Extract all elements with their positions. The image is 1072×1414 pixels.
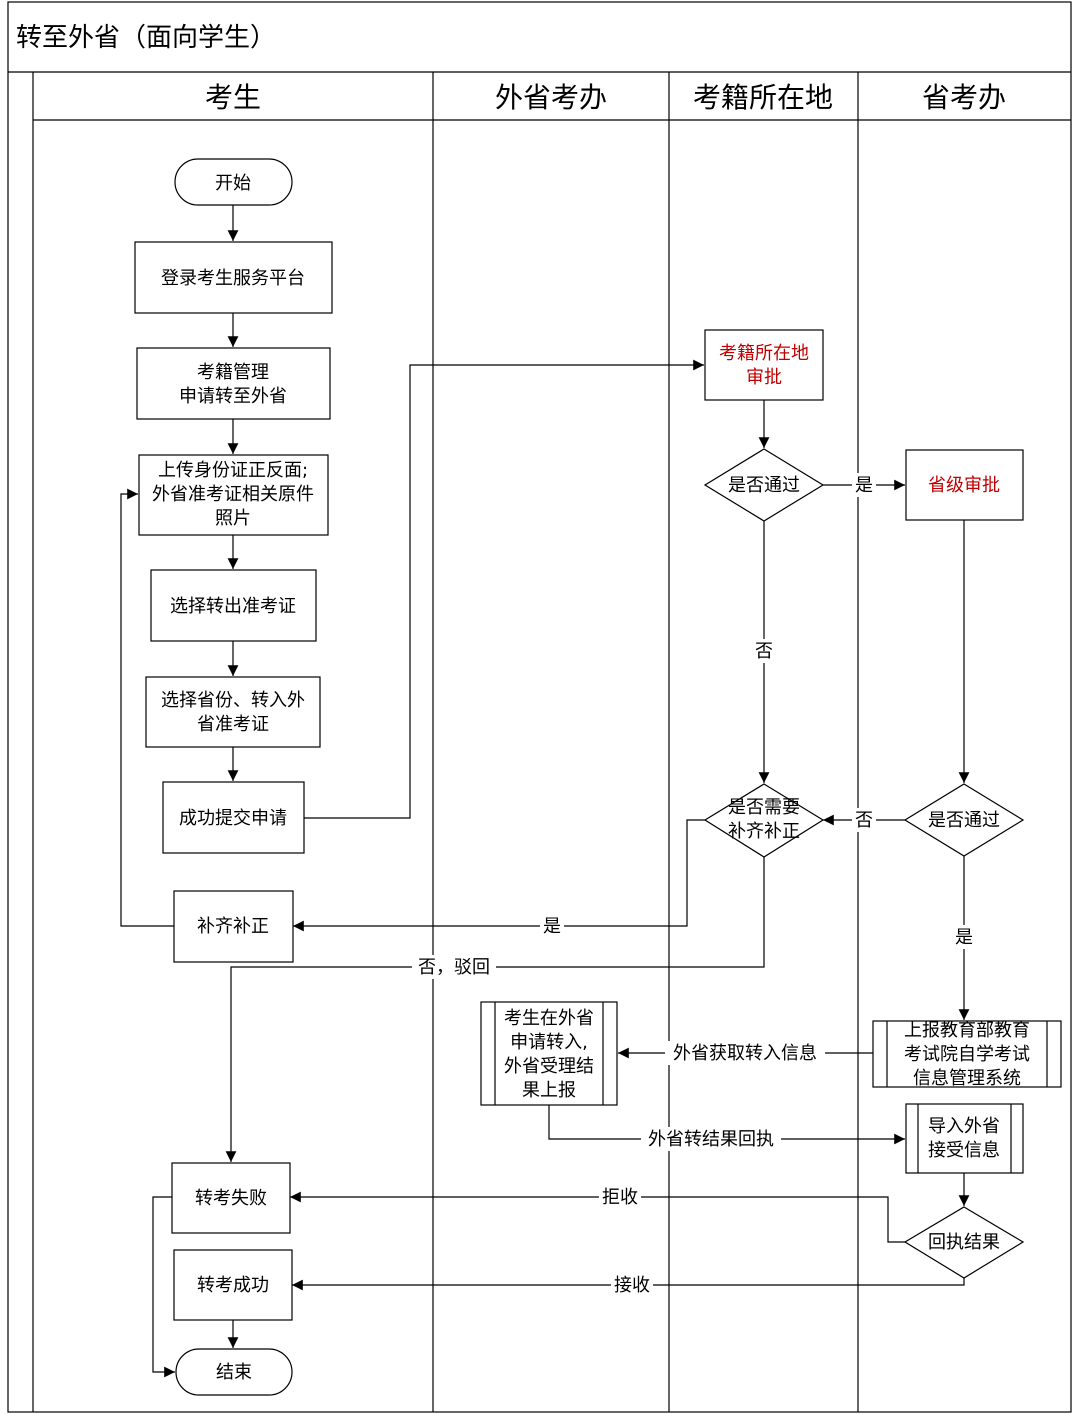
svg-text:外省受理结: 外省受理结 (504, 1056, 594, 1077)
edge-label-reject: 否，驳回 (418, 957, 490, 978)
svg-text:照片: 照片 (215, 508, 251, 529)
fail-node: 转考失败 (171, 1162, 291, 1234)
svg-text:考籍管理: 考籍管理 (197, 362, 269, 383)
apply-transfer-node: 考籍管理 申请转至外省 (136, 347, 331, 420)
local-review-node: 考籍所在地 审批 (704, 329, 824, 401)
submit-node: 成功提交申请 (162, 781, 305, 854)
svg-text:审批: 审批 (746, 367, 782, 388)
provincial-review-node: 省级审批 (905, 449, 1024, 521)
login-node: 登录考生服务平台 (134, 241, 333, 314)
svg-text:果上报: 果上报 (522, 1080, 576, 1101)
start-node: 开始 (174, 158, 293, 206)
svg-text:结束: 结束 (216, 1362, 252, 1383)
svg-text:申请转入,: 申请转入, (510, 1032, 588, 1053)
edge-label-get-info: 外省获取转入信息 (673, 1043, 817, 1064)
edge-label-supplement-yes: 是 (543, 916, 561, 937)
edge-label-receipt-back: 外省转结果回执 (648, 1129, 774, 1150)
svg-text:补齐补正: 补齐补正 (728, 821, 800, 842)
need-supplement-decision: 是否需要 补齐补正 (703, 783, 825, 858)
edge-label-pass1-no: 否 (755, 641, 773, 662)
svg-text:是否通过: 是否通过 (928, 810, 1000, 831)
edge-label-pass1-yes: 是 (855, 475, 873, 496)
success-node: 转考成功 (173, 1249, 293, 1321)
svg-text:补齐补正: 补齐补正 (197, 916, 269, 937)
svg-text:导入外省: 导入外省 (928, 1116, 1000, 1137)
svg-text:信息管理系统: 信息管理系统 (913, 1068, 1021, 1089)
svg-text:是否通过: 是否通过 (728, 475, 800, 496)
svg-text:登录考生服务平台: 登录考生服务平台 (161, 268, 305, 289)
outer-apply-node: 考生在外省 申请转入, 外省受理结 果上报 (480, 1001, 618, 1106)
import-node: 导入外省 接受信息 (905, 1103, 1024, 1174)
svg-text:是否需要: 是否需要 (728, 797, 800, 818)
svg-text:转考成功: 转考成功 (197, 1275, 269, 1296)
svg-text:选择省份、转入外: 选择省份、转入外 (161, 690, 305, 711)
edge-label-refuse: 拒收 (602, 1187, 638, 1208)
svg-text:转考失败: 转考失败 (195, 1188, 267, 1209)
supplement-node: 补齐补正 (173, 890, 294, 963)
svg-text:成功提交申请: 成功提交申请 (179, 808, 287, 829)
svg-text:回执结果: 回执结果 (928, 1232, 1000, 1253)
report-node: 上报教育部教育 考试院自学考试 信息管理系统 (872, 1020, 1062, 1089)
page-title: 转至外省（面向学生） (16, 23, 276, 53)
svg-text:省级审批: 省级审批 (928, 475, 1000, 496)
end-node: 结束 (175, 1348, 293, 1396)
svg-text:外省准考证相关原件: 外省准考证相关原件 (152, 484, 314, 505)
svg-text:上传身份证正反面;: 上传身份证正反面; (158, 460, 308, 481)
svg-text:考生在外省: 考生在外省 (504, 1008, 594, 1029)
svg-text:选择转出准考证: 选择转出准考证 (170, 596, 296, 617)
pass1-decision: 是否通过 (703, 448, 825, 522)
receipt-decision: 回执结果 (903, 1206, 1025, 1279)
select-province-node: 选择省份、转入外 省准考证 (145, 676, 321, 748)
svg-text:上报教育部教育: 上报教育部教育 (904, 1020, 1030, 1041)
svg-text:省准考证: 省准考证 (197, 714, 269, 735)
svg-text:申请转至外省: 申请转至外省 (179, 386, 287, 407)
svg-text:接受信息: 接受信息 (928, 1140, 1000, 1161)
lane-header-registration-location: 考籍所在地 (693, 81, 833, 114)
svg-text:考试院自学考试: 考试院自学考试 (904, 1044, 1030, 1065)
swimlane-frame (7, 1, 1072, 1413)
lane-header-other-province-office: 外省考办 (495, 81, 607, 114)
edge-label-accept: 接收 (614, 1275, 650, 1296)
lane-header-provincial-office: 省考办 (922, 81, 1006, 114)
edge-label-pass2-yes: 是 (955, 927, 973, 948)
upload-docs-node: 上传身份证正反面; 外省准考证相关原件 照片 (138, 454, 329, 536)
lane-header-student: 考生 (205, 81, 261, 114)
svg-text:开始: 开始 (215, 173, 251, 194)
svg-text:考籍所在地: 考籍所在地 (719, 343, 809, 364)
pass2-decision: 是否通过 (903, 783, 1025, 857)
select-out-node: 选择转出准考证 (150, 569, 317, 642)
edge-label-pass2-no: 否 (855, 810, 873, 831)
